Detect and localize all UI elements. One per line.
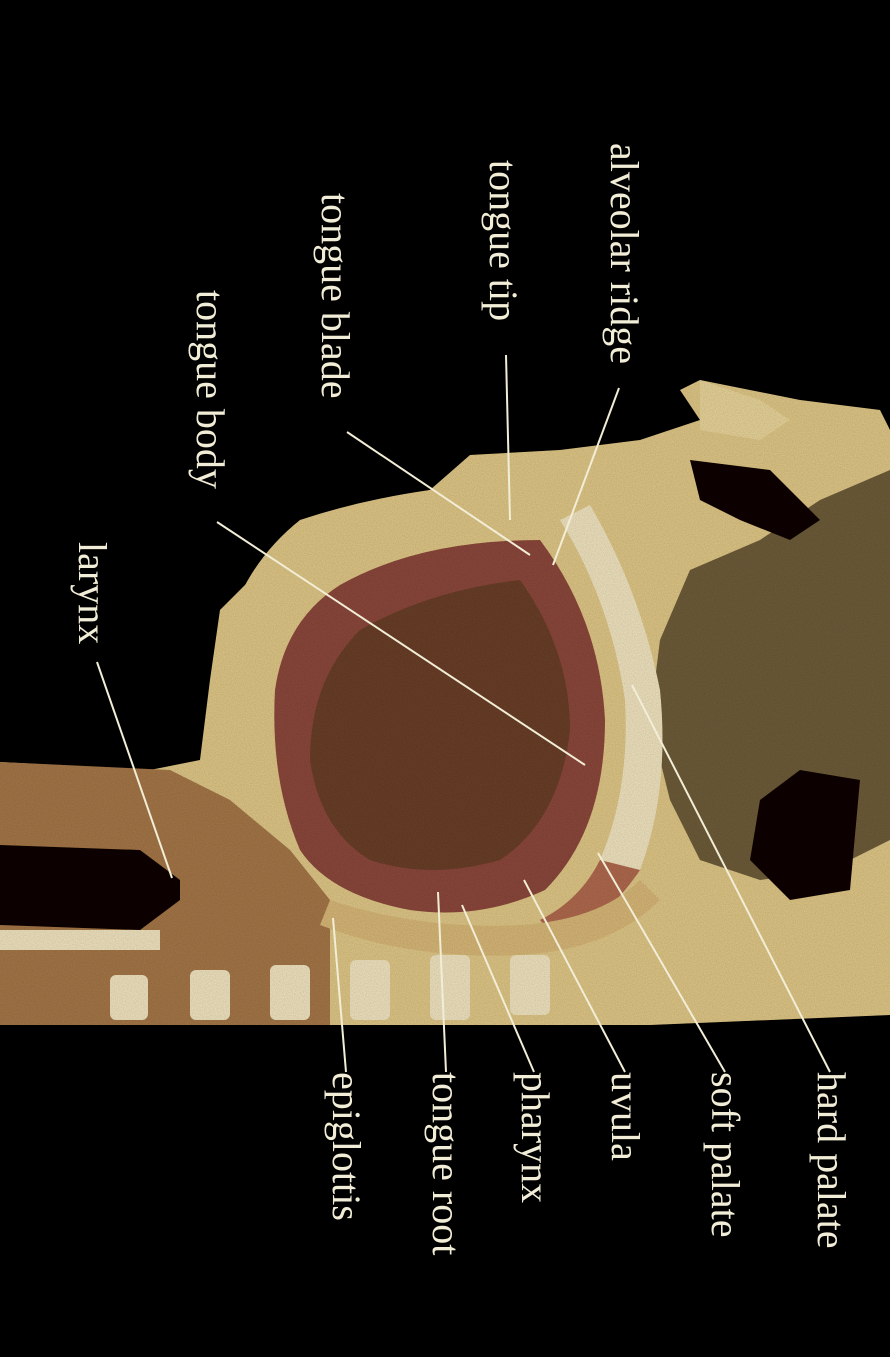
label-pharynx: pharynx — [513, 1072, 558, 1203]
trachea-band — [0, 930, 160, 950]
label-soft-palate: soft palate — [703, 1072, 748, 1238]
label-uvula: uvula — [603, 1072, 648, 1161]
label-tongue-root: tongue root — [424, 1072, 469, 1255]
label-larynx: larynx — [70, 542, 115, 644]
label-hard-palate: hard palate — [809, 1072, 854, 1249]
label-alveolar-ridge: alveolar ridge — [602, 143, 647, 364]
label-epiglottis: epiglottis — [324, 1072, 369, 1221]
label-tongue-tip: tongue tip — [481, 160, 526, 321]
label-tongue-blade: tongue blade — [313, 193, 358, 399]
label-tongue-body: tongue body — [188, 290, 233, 489]
